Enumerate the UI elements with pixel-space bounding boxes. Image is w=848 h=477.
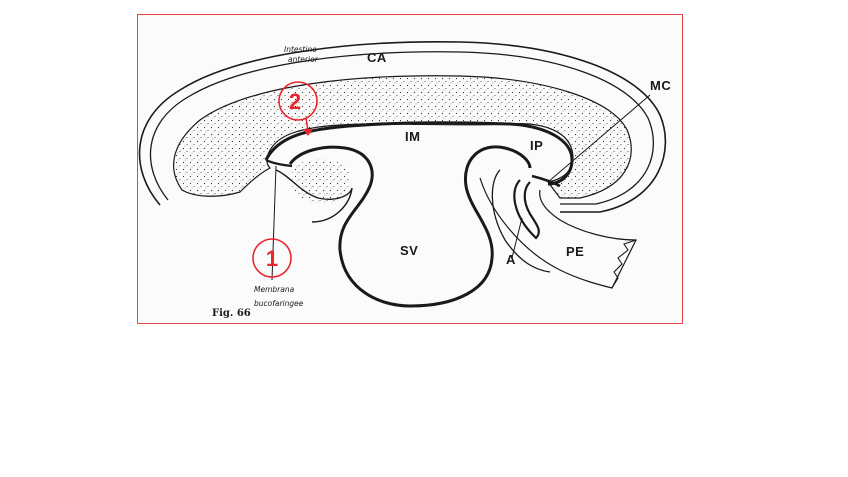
connecting-stalk-edge xyxy=(611,239,637,289)
intestino-annotation-line1: Intestino xyxy=(284,45,317,54)
stomodeum-curve xyxy=(275,169,353,223)
membrana-annotation-line1: Membrana xyxy=(254,285,295,294)
ectoderm-inner-contour xyxy=(149,51,655,205)
ectoderm-outer-contour xyxy=(138,40,667,213)
connecting-stalk xyxy=(479,177,637,289)
a-leader-line xyxy=(511,217,523,259)
sinus-venosus-heart xyxy=(288,145,532,308)
label-pe: PE xyxy=(566,244,584,259)
cloacal-membrane xyxy=(531,174,561,188)
allantois-channel xyxy=(513,179,540,240)
hindgut-wall xyxy=(491,169,551,273)
label-im: IM xyxy=(405,129,420,144)
label-ip: IP xyxy=(530,138,543,153)
marker-1-circle xyxy=(252,238,292,278)
marker-2-arrow xyxy=(305,117,309,132)
label-a: A xyxy=(506,252,516,267)
label-mc: MC xyxy=(650,78,671,93)
intestino-annotation-line2: anterior xyxy=(288,55,319,64)
marker-1-number: 1 xyxy=(266,246,278,271)
mc-leader-line xyxy=(547,94,651,183)
buccopharyngeal-membrane xyxy=(265,159,293,168)
label-ca: CA xyxy=(367,50,387,65)
membrana-annotation-line2: bucofaringee xyxy=(254,299,304,308)
marker-2-circle xyxy=(278,81,318,121)
membrana-leader-line xyxy=(271,165,277,281)
label-sv: SV xyxy=(400,243,418,258)
marker-2-arrowhead xyxy=(303,129,313,136)
marker-2-number: 2 xyxy=(289,89,301,114)
figure-caption: Fig. 66 xyxy=(212,308,251,319)
